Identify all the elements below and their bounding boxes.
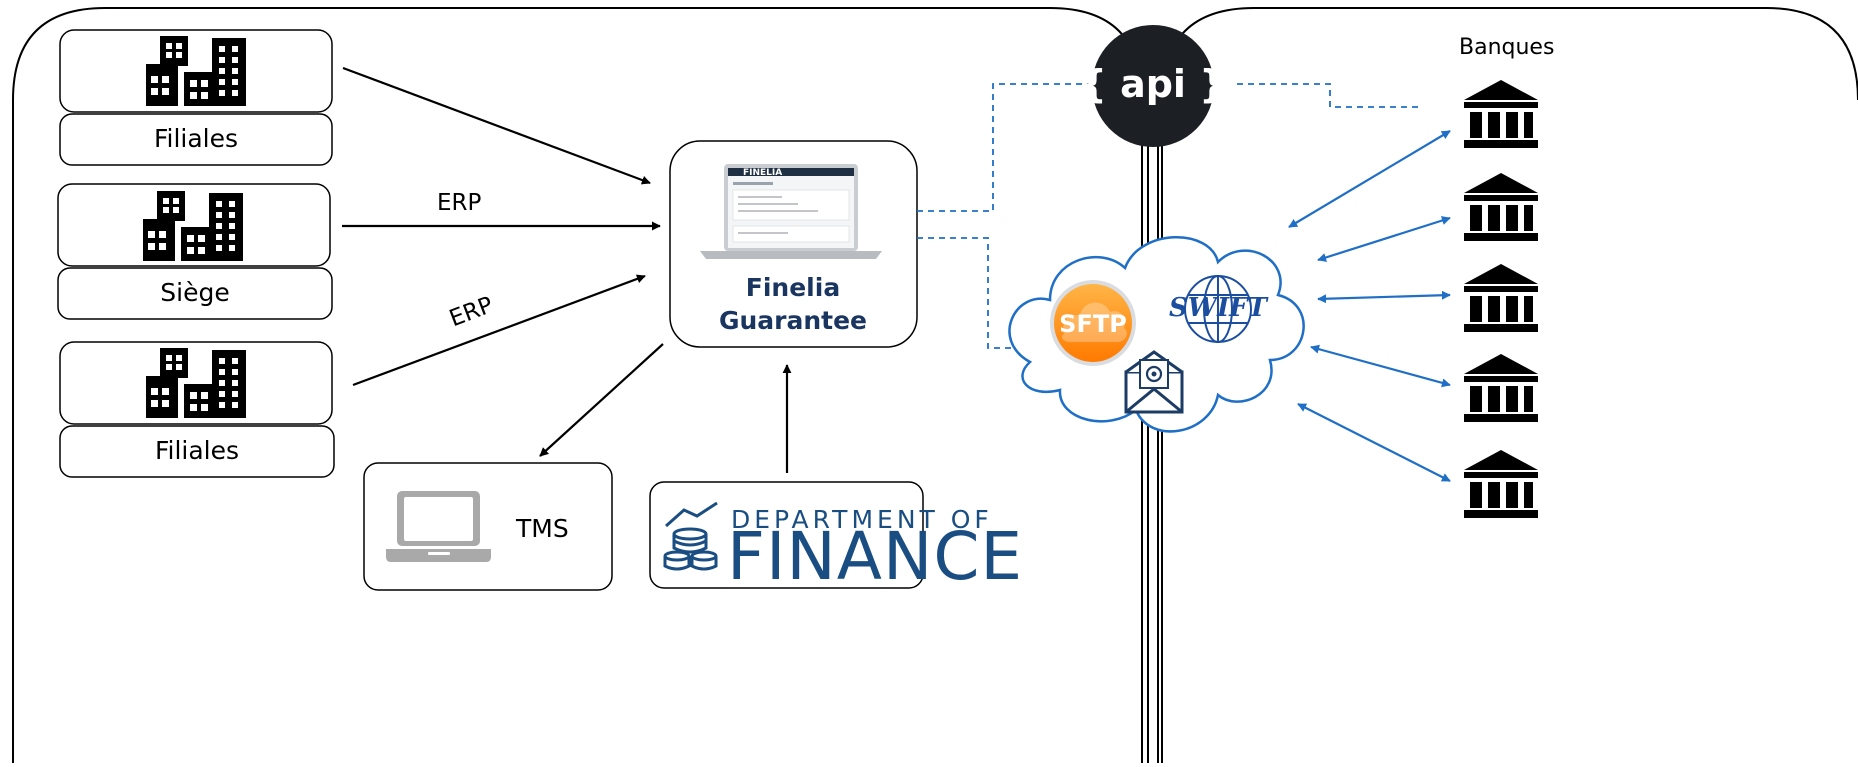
- laptop-icon: [386, 491, 491, 562]
- sftp-label: SFTP: [1059, 310, 1127, 338]
- siege-label: Siège: [160, 278, 230, 307]
- banques-title: Banques: [1459, 35, 1555, 60]
- arrow-finelia-to-tms: [539, 343, 664, 457]
- filiales-top-label: Filiales: [153, 124, 239, 153]
- sftp-icon: [1050, 280, 1136, 366]
- tms-label: TMS: [516, 514, 569, 543]
- arrow-filiales-bottom-to-finelia: [352, 274, 646, 387]
- entity-siege: [57, 183, 333, 320]
- bank-link-1: [1288, 130, 1451, 228]
- api-label: { api }: [1079, 62, 1227, 106]
- erp-label-middle: ERP: [437, 190, 482, 216]
- bank-icon-3: [1464, 264, 1538, 332]
- swift-globe-icon: [1184, 275, 1252, 343]
- bank-link-5: [1297, 403, 1451, 482]
- bank-icon-5: [1464, 450, 1538, 518]
- bank-icon-2: [1464, 173, 1538, 241]
- swift-label: SWIFT: [1169, 293, 1267, 323]
- dashed-link-finelia-to-cloud: [917, 237, 1020, 349]
- bank-link-3: [1317, 290, 1451, 304]
- dashed-link-finelia-to-api: [917, 83, 1097, 212]
- department-of-finance-box: [649, 481, 924, 589]
- bank-link-2: [1317, 216, 1451, 262]
- screen-brand: FINELIA: [743, 168, 783, 178]
- entity-filiales-bottom: [59, 341, 335, 478]
- bank-icon-4: [1464, 354, 1538, 422]
- finelia-name-line1: Finelia: [745, 273, 841, 302]
- tms-box: [363, 462, 613, 591]
- coins-chart-icon: [663, 501, 718, 571]
- api-bubble: [1092, 25, 1214, 147]
- entity-filiales-top: [59, 29, 333, 166]
- finelia-guarantee-box: [669, 140, 918, 348]
- finelia-name-line2: Guarantee: [718, 306, 868, 335]
- arrow-filiales-top-to-finelia: [342, 66, 651, 185]
- dashed-link-api-to-banks: [1237, 83, 1422, 108]
- laptop-screenshot-icon: [700, 164, 882, 259]
- department-line2: FINANCE: [727, 518, 1024, 595]
- bank-icon-1: [1464, 80, 1538, 148]
- filiales-bottom-label: Filiales: [154, 436, 240, 465]
- department-line1: DEPARTMENT OF: [731, 505, 993, 534]
- bank-link-4: [1310, 344, 1451, 388]
- email-icon: [1124, 350, 1184, 414]
